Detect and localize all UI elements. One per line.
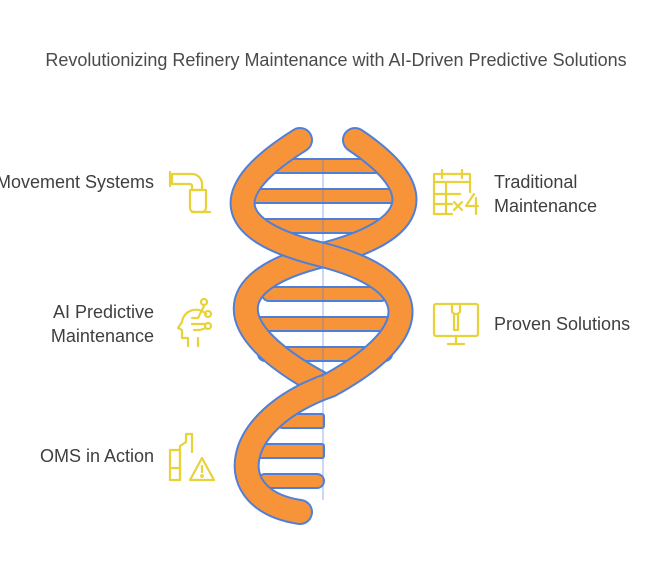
helix-rung [247,316,403,332]
helix-rung [261,286,389,302]
pipe-icon [168,170,212,214]
label-ai-predictive-maintenance: AI Predictive Maintenance [50,302,154,346]
page-title: Revolutionizing Refinery Maintenance wit… [45,50,627,70]
ai-head-icon [176,298,213,348]
label-movement-systems: Movement Systems [0,172,154,192]
calendar-icon [432,168,480,216]
label-traditional-maintenance: Traditional Maintenance [494,172,598,216]
refinery-warning-icon [168,432,216,482]
helix-rung [247,188,403,204]
monitor-wrench-icon [432,302,480,346]
label-oms-in-action: OMS in Action [39,446,154,466]
label-proven-solutions: Proven Solutions [494,314,631,334]
